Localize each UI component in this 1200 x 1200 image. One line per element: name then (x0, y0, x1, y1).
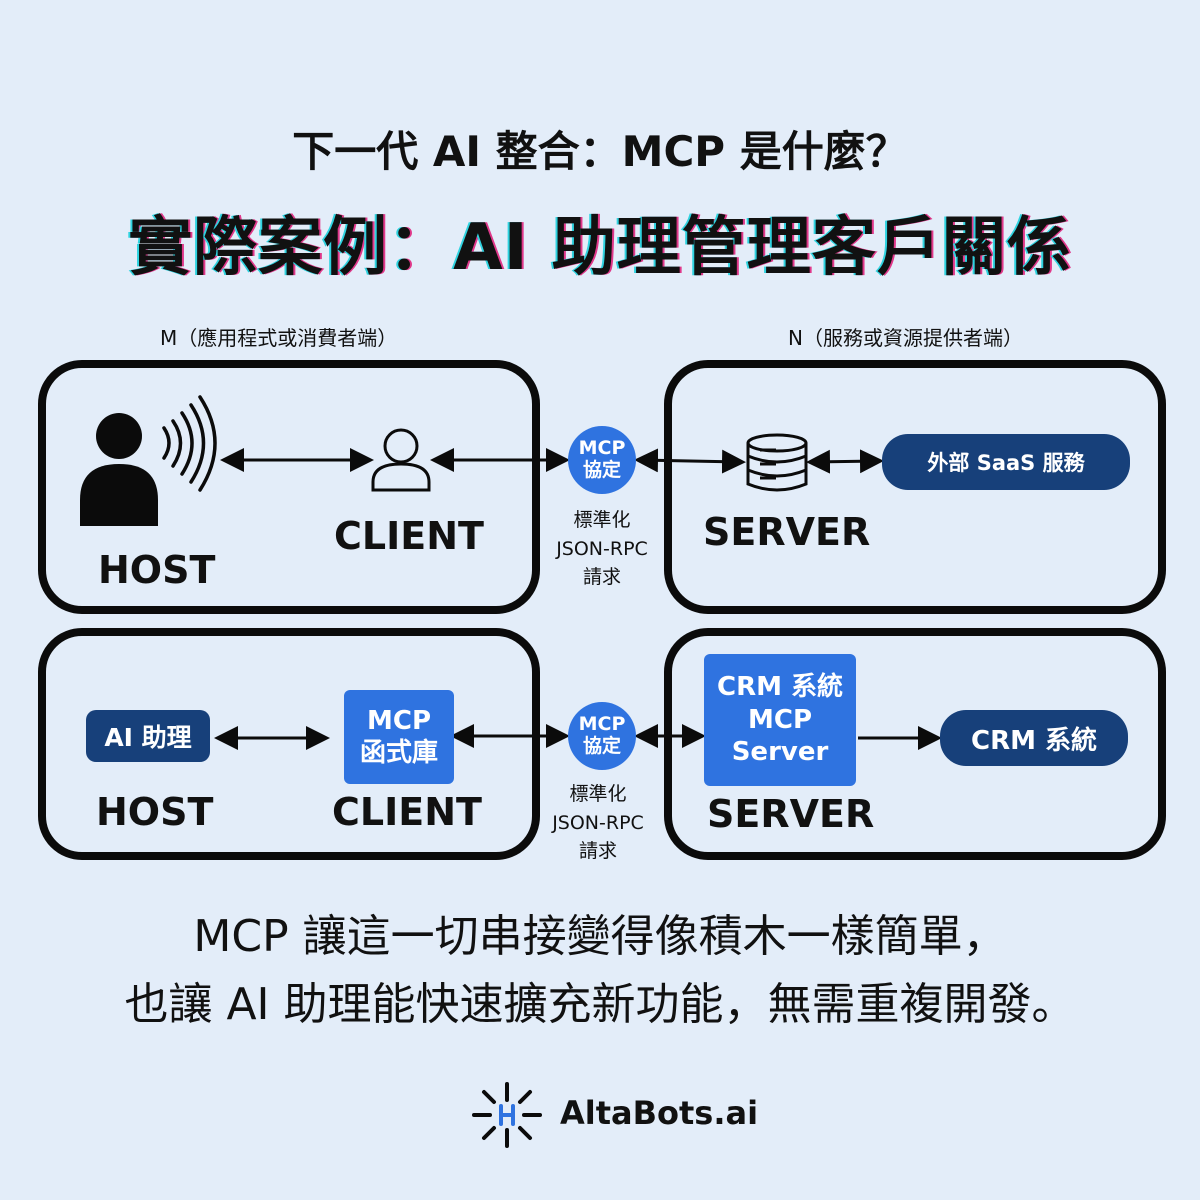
caption-consumer-side: M（應用程式或消費者端） (160, 326, 398, 350)
mcp-library-line1: MCP (366, 705, 431, 736)
rpc-line3: 請求 (582, 566, 621, 588)
host-client-panel-1 (38, 360, 540, 614)
crm-server-line1: CRM 系統 (716, 672, 844, 703)
mcp-protocol-badge-1: MCP 協定 (568, 426, 636, 494)
external-saas-service: 外部 SaaS 服務 (882, 434, 1130, 490)
host-label-1: HOST (98, 548, 216, 592)
server-label-2: SERVER (707, 792, 875, 836)
rpc-line2: JSON-RPC (552, 811, 644, 834)
mcp-library-box: MCP 函式庫 (344, 690, 454, 784)
mcp-badge-line1: MCP (578, 713, 626, 736)
spark-logo-icon (472, 1082, 542, 1148)
arrow-server-saas (806, 449, 884, 474)
rpc-line3: 請求 (578, 840, 617, 862)
rpc-line1: 標準化 (569, 783, 627, 805)
ai-assistant-box: AI 助理 (86, 710, 210, 762)
mcp-badge-line2: 協定 (582, 735, 621, 757)
server-label-1: SERVER (703, 510, 871, 554)
summary-line-2: 也讓 AI 助理能快速擴充新功能，無需重複開發。 (124, 979, 1076, 1030)
client-label-2: CLIENT (332, 790, 482, 834)
arrow-mcp-server-1 (634, 448, 746, 474)
user-outline-icon (371, 428, 431, 492)
mcp-badge-line1: MCP (578, 437, 626, 460)
server-panel-1 (664, 360, 1166, 614)
brand-name: AltaBots.ai (560, 1094, 759, 1132)
crm-mcp-server-box: CRM 系統 MCP Server (704, 654, 856, 786)
client-label-1: CLIENT (334, 514, 484, 558)
jsonrpc-caption-1: 標準化 JSON-RPC 請求 (532, 506, 672, 592)
mcp-badge-line2: 協定 (582, 459, 621, 481)
caption-provider-side: N（服務或資源提供者端） (788, 326, 1023, 350)
rpc-line2: JSON-RPC (556, 537, 648, 560)
crm-server-line3: Server (731, 737, 829, 768)
database-server-icon (746, 433, 808, 492)
summary-line-1: MCP 讓這一切串接變得像積木一樣簡單， (193, 911, 1007, 962)
host-label-2: HOST (96, 790, 214, 834)
mcp-protocol-badge-2: MCP 協定 (568, 702, 636, 770)
page-title: 下一代 AI 整合：MCP 是什麼？ (292, 127, 908, 176)
crm-server-line2: MCP (747, 704, 812, 735)
rpc-line1: 標準化 (573, 509, 631, 531)
page-subtitle: 實際案例：AI 助理管理客戶關係 (128, 211, 1072, 285)
person-speaking-icon (80, 413, 158, 526)
jsonrpc-caption-2: 標準化 JSON-RPC 請求 (528, 780, 668, 866)
crm-system-pill: CRM 系統 (940, 710, 1128, 766)
mcp-library-line2: 函式庫 (359, 738, 438, 768)
